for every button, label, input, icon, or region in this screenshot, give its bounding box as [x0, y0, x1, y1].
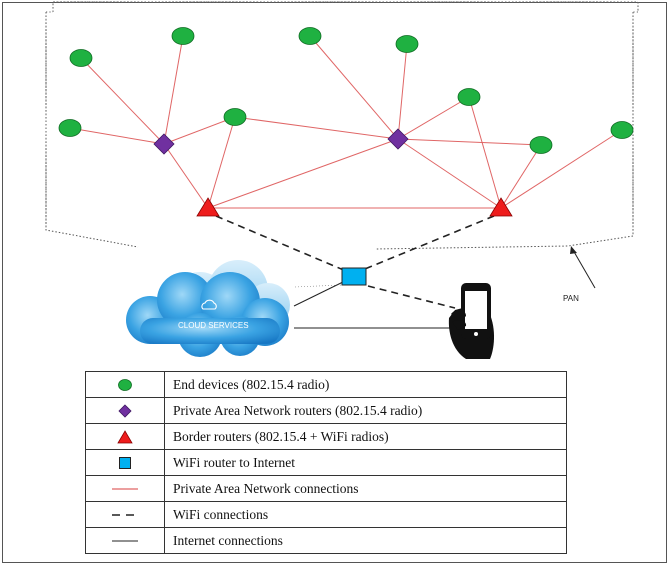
wifi-connections	[215, 215, 495, 309]
pan-connection-legend-line	[112, 487, 138, 490]
wifi-connection-legend-line	[112, 513, 138, 516]
legend-label: Border routers (802.15.4 + WiFi radios)	[164, 423, 567, 450]
end-device-icon	[529, 136, 553, 154]
end-device-icon	[223, 108, 247, 126]
wifi-link	[359, 215, 495, 272]
network-diagram: PAN	[45, 1, 639, 359]
pan-link	[163, 116, 236, 145]
pan-link	[207, 116, 236, 209]
end-device-icon	[58, 119, 82, 137]
wifi-link	[367, 285, 456, 309]
pan-link	[397, 96, 470, 140]
legend-row: WiFi connections	[85, 501, 567, 528]
legend-label: Private Area Network connections	[164, 475, 567, 502]
legend-symbol-cell	[85, 475, 165, 502]
wifi-router-icon	[341, 267, 367, 286]
end-device-icon	[395, 35, 419, 53]
legend-row: Private Area Network routers (802.15.4 r…	[85, 397, 567, 424]
border-router-icon	[196, 197, 220, 217]
pan-pointer-arrow	[570, 246, 596, 289]
pan-router-icon	[387, 128, 409, 150]
legend-row: End devices (802.15.4 radio)	[85, 371, 567, 398]
legend-symbol-cell	[85, 397, 165, 424]
cloud-services-label: CLOUD SERVICES	[178, 321, 249, 330]
pan-link	[397, 138, 542, 146]
cloud-services-icon: CLOUD SERVICES	[126, 260, 290, 357]
wifi-router-legend-icon	[119, 456, 131, 469]
pan-link	[163, 143, 209, 209]
pan-routers	[153, 128, 409, 155]
smartphone-icon	[448, 283, 495, 359]
end-device-icon	[457, 88, 481, 106]
internet-connection-legend-line	[112, 540, 138, 541]
pan-boundary	[45, 1, 639, 250]
border-routers	[196, 197, 513, 217]
legend-row: Border routers (802.15.4 + WiFi radios)	[85, 423, 567, 450]
legend-label: WiFi router to Internet	[164, 449, 567, 476]
internet-connections	[293, 280, 450, 329]
legend-label: Private Area Network routers (802.15.4 r…	[164, 397, 567, 424]
legend-label: WiFi connections	[164, 501, 567, 528]
end-device-icon	[69, 49, 93, 67]
legend-table: End devices (802.15.4 radio) Private Are…	[85, 371, 567, 554]
pan-connections	[69, 35, 623, 209]
end-device-legend-icon	[118, 378, 132, 391]
pan-link	[80, 57, 165, 145]
pan-link	[234, 116, 399, 140]
end-device-icon	[610, 121, 634, 139]
pan-link	[500, 129, 623, 209]
border-router-legend-icon	[117, 429, 133, 443]
internet-link	[293, 280, 346, 307]
end-device-icon	[171, 27, 195, 45]
legend-label: Internet connections	[164, 527, 567, 554]
legend-symbol-cell	[85, 449, 165, 476]
border-router-icon	[489, 197, 513, 217]
pan-link	[163, 35, 184, 145]
pan-router-legend-icon	[118, 403, 132, 418]
pan-link	[397, 43, 408, 140]
legend-row: WiFi router to Internet	[85, 449, 567, 476]
legend-symbol-cell	[85, 527, 165, 554]
legend-symbol-cell	[85, 501, 165, 528]
pan-link	[207, 138, 399, 209]
end-device-icon	[298, 27, 322, 45]
pan-label: PAN	[563, 294, 579, 303]
legend-row: Internet connections	[85, 527, 567, 554]
pan-link	[500, 144, 542, 209]
end-devices	[58, 27, 634, 154]
pan-router-icon	[153, 133, 175, 155]
pan-link	[468, 96, 502, 209]
legend-symbol-cell	[85, 371, 165, 398]
legend-row: Private Area Network connections	[85, 475, 567, 502]
pan-link	[69, 127, 165, 145]
legend-label: End devices (802.15.4 radio)	[164, 371, 567, 398]
pan-link	[309, 35, 399, 140]
pan-link	[397, 138, 502, 209]
legend-symbol-cell	[85, 423, 165, 450]
